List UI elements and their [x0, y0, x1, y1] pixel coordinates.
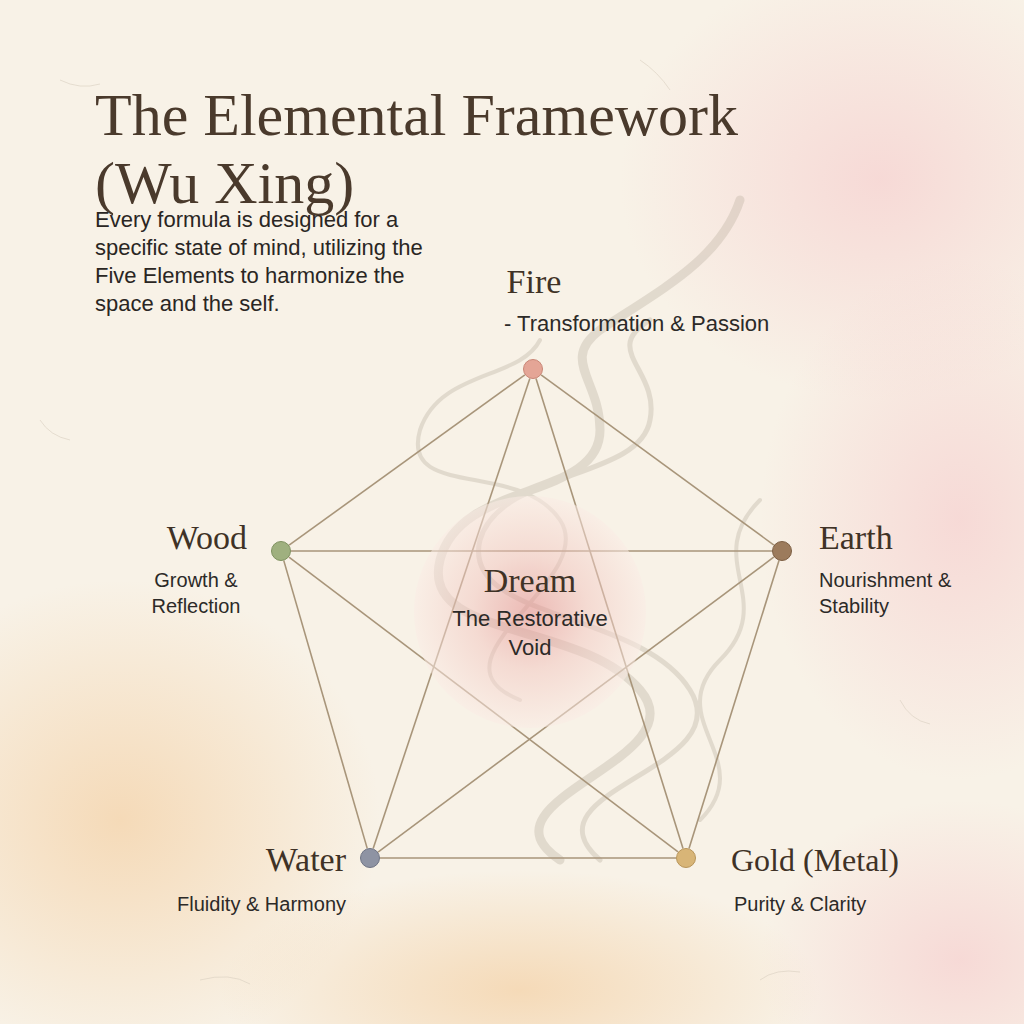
element-quality: - Transformation & Passion	[504, 310, 804, 339]
element-name: Dream	[484, 562, 577, 599]
element-name: Fire	[464, 263, 604, 300]
element-quality: Fluidity & Harmony	[126, 891, 346, 917]
element-quality: Growth & Reflection	[136, 567, 256, 619]
element-quality: Purity & Clarity	[734, 891, 954, 917]
diagram-title: The Elemental Framework (Wu Xing)	[95, 82, 815, 218]
dream-center: DreamThe Restorative Void	[414, 496, 646, 728]
gold-node: Gold (Metal)Purity & Clarity	[676, 848, 696, 868]
element-connector	[689, 561, 779, 849]
element-quality: Nourishment & Stability	[819, 567, 959, 619]
element-name: Water	[196, 841, 346, 878]
element-name: Gold (Metal)	[731, 843, 981, 878]
fire-node: Fire- Transformation & Passion	[523, 359, 543, 379]
element-connector	[380, 858, 676, 859]
element-quality: The Restorative Void	[445, 605, 615, 662]
element-name: Wood	[111, 519, 247, 556]
element-name: Earth	[819, 519, 969, 556]
intro-note: Every formula is designed for a specific…	[95, 206, 445, 319]
water-node: WaterFluidity & Harmony	[360, 848, 380, 868]
earth-node: EarthNourishment & Stability	[772, 541, 792, 561]
element-connector	[284, 561, 367, 849]
wood-node: WoodGrowth & Reflection	[271, 541, 291, 561]
